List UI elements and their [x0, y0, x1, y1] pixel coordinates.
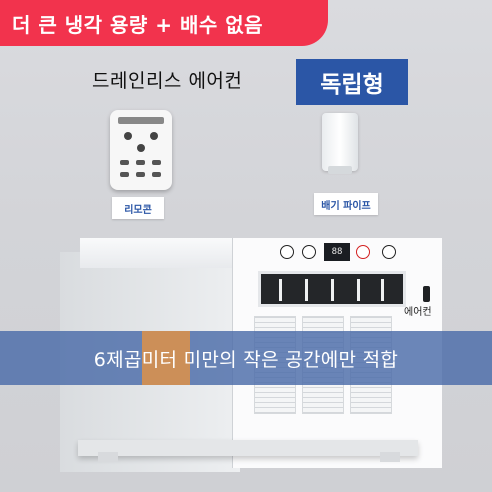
exhaust-pipe-icon — [322, 113, 358, 171]
caption-band: 6제곱미터 미만의 작은 공간에만 적합 — [0, 331, 492, 385]
ac-unit-foot — [98, 452, 118, 462]
side-slot — [423, 286, 430, 302]
pipe-label: 배기 파이프 — [314, 193, 378, 215]
remote-key — [152, 160, 161, 165]
pipe-label-text: 배기 파이프 — [321, 200, 371, 212]
power-button-icon — [280, 245, 294, 259]
remote-button — [137, 144, 145, 152]
ac-unit-base — [78, 440, 418, 456]
temperature-display: 88 — [324, 243, 350, 261]
caption-accent — [142, 331, 190, 385]
top-banner: 더 큰 냉각 용량 + 배수 없음 — [0, 0, 328, 46]
remote-key — [120, 160, 129, 165]
ac-unit-foot — [380, 452, 400, 462]
remote-key — [152, 172, 161, 177]
type-badge-text: 독립형 — [320, 72, 384, 98]
timer-button-icon — [382, 245, 396, 259]
remote-button — [124, 132, 132, 140]
type-badge: 독립형 — [296, 59, 408, 105]
exhaust-pipe-cap — [328, 166, 352, 174]
remote-control-icon — [110, 110, 172, 190]
remote-label-text: 리모콘 — [124, 204, 152, 216]
caption-text: 6제곱미터 미만의 작은 공간에만 적합 — [93, 348, 399, 371]
vent-slat — [331, 279, 334, 301]
vent-slat — [357, 279, 360, 301]
vent-slat — [381, 279, 384, 301]
vent-slat — [279, 279, 282, 301]
remote-key — [136, 172, 145, 177]
remote-key — [136, 160, 145, 165]
vent-slat — [305, 279, 308, 301]
banner-text: 더 큰 냉각 용량 + 배수 없음 — [12, 12, 264, 37]
ac-unit-label: 에어컨 — [404, 307, 432, 318]
air-outlet-vent — [258, 271, 406, 307]
remote-key — [120, 172, 129, 177]
fan-button-icon — [356, 245, 370, 259]
product-name: 드레인리스 에어컨 — [92, 70, 243, 92]
remote-screen — [118, 117, 164, 124]
mode-button-icon — [302, 245, 316, 259]
remote-label: 리모콘 — [112, 197, 164, 219]
control-panel: 88 — [270, 242, 410, 262]
remote-button — [150, 132, 158, 140]
